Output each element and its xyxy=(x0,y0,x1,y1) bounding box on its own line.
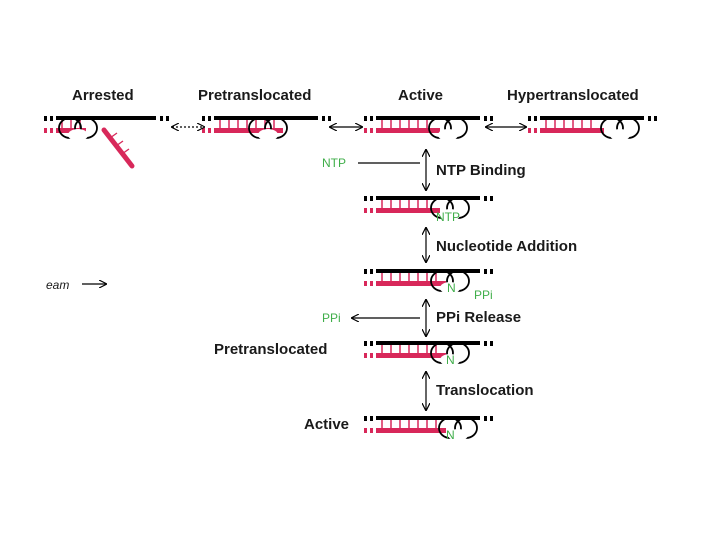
step-label-translocation: Translocation xyxy=(436,382,534,399)
step-label-ntp-binding: NTP Binding xyxy=(436,162,526,179)
rna-strand xyxy=(376,281,446,286)
dna-template-strand xyxy=(540,116,644,120)
dna-template-strand xyxy=(376,116,480,120)
complex-pretranslocated-2 xyxy=(364,341,493,366)
complex-active xyxy=(364,116,493,141)
rna-strand xyxy=(376,428,446,433)
rna-strand xyxy=(376,128,440,133)
state-label-pretranslocated: Pretranslocated xyxy=(198,87,312,104)
dna-template-strand xyxy=(376,269,480,273)
label-n-active: N xyxy=(446,428,455,442)
dna-template-strand xyxy=(56,116,156,120)
complex-arrested xyxy=(44,116,169,169)
label-active-left: Active xyxy=(304,416,350,433)
state-label-active: Active xyxy=(398,87,444,104)
dna-template-strand xyxy=(376,341,480,345)
rna-strand xyxy=(56,128,86,133)
label-ntp-bound: NTP xyxy=(436,210,460,224)
rna-strand xyxy=(376,208,440,213)
state-label-arrested: Arrested xyxy=(72,87,134,104)
step-label-ppi-release: PPi Release xyxy=(436,309,522,326)
complex-pretranslocated xyxy=(202,116,331,141)
complex-hypertranslocated xyxy=(528,116,657,141)
label-n-after-addition: N xyxy=(447,281,456,295)
dna-template-strand xyxy=(376,196,480,200)
label-ntp-input: NTP xyxy=(322,156,346,170)
complex-active-2 xyxy=(364,416,493,441)
rna-strand xyxy=(376,353,446,358)
state-label-hypertranslocated: Hypertranslocated xyxy=(507,87,639,104)
dna-template-strand xyxy=(214,116,318,120)
label-ppi-bound: PPi xyxy=(474,288,493,302)
label-pretranslocated-left: Pretranslocated xyxy=(214,341,328,358)
step-label-nucleotide-addition: Nucleotide Addition xyxy=(436,238,578,255)
label-upstream-cropped: eam xyxy=(46,278,70,292)
backtracked-rna xyxy=(101,127,135,169)
label-n-pretranslocated: N xyxy=(446,353,455,367)
complex-ntp-binding xyxy=(364,196,493,221)
rna-strand xyxy=(540,128,604,133)
dna-template-strand xyxy=(376,416,480,420)
label-ppi-released: PPi xyxy=(322,311,341,325)
complex-after-addition xyxy=(364,269,493,294)
